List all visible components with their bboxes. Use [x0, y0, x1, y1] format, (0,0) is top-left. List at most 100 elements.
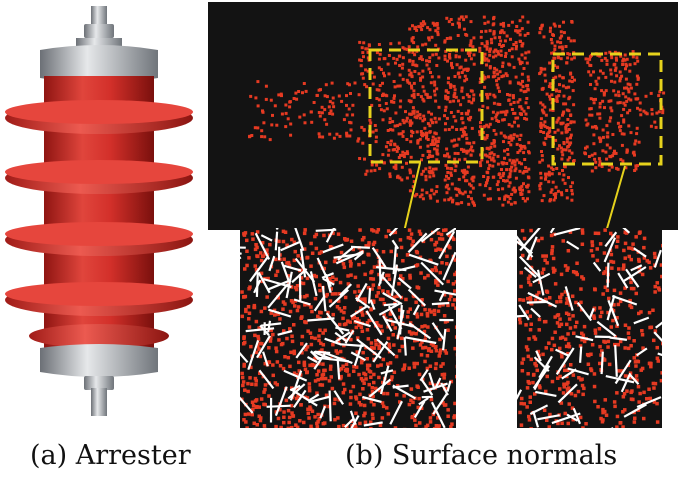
point — [406, 152, 410, 156]
point — [408, 123, 412, 127]
point — [642, 245, 646, 250]
point — [567, 312, 571, 317]
point — [655, 345, 659, 350]
point — [423, 117, 427, 121]
point — [448, 100, 452, 104]
point — [637, 231, 642, 235]
point — [549, 198, 552, 202]
point — [632, 286, 636, 291]
point — [593, 331, 598, 335]
point — [633, 153, 636, 157]
point — [308, 407, 313, 411]
point — [363, 83, 367, 87]
point — [452, 93, 456, 97]
point — [525, 185, 529, 188]
point — [421, 346, 425, 350]
point — [312, 273, 317, 278]
point — [263, 306, 267, 310]
point — [557, 94, 561, 98]
point — [376, 364, 380, 368]
point — [488, 163, 492, 167]
point — [444, 89, 448, 93]
point — [354, 397, 359, 401]
point — [497, 197, 501, 201]
point — [401, 134, 405, 138]
normal-vector — [325, 312, 345, 335]
point — [387, 277, 392, 281]
point — [457, 137, 461, 141]
point — [607, 168, 611, 172]
point — [640, 272, 645, 277]
point — [505, 74, 509, 78]
point — [331, 96, 335, 100]
point — [259, 251, 263, 255]
point — [593, 287, 597, 292]
point — [463, 168, 467, 172]
normal-vector — [655, 321, 662, 329]
point — [428, 166, 432, 170]
point — [637, 400, 641, 404]
point — [412, 41, 416, 45]
point — [274, 257, 278, 262]
point — [375, 163, 379, 167]
point — [445, 116, 449, 120]
point — [425, 191, 429, 195]
point — [594, 160, 598, 164]
point — [247, 317, 251, 321]
point — [642, 236, 647, 241]
point — [254, 350, 259, 355]
point — [598, 314, 603, 319]
point — [275, 382, 279, 387]
point — [640, 366, 645, 371]
point — [309, 342, 314, 347]
point — [445, 174, 448, 178]
point — [541, 254, 545, 258]
point — [340, 99, 344, 103]
point — [391, 128, 395, 132]
point — [333, 417, 337, 422]
point — [392, 165, 396, 169]
point — [366, 367, 370, 371]
point — [624, 77, 628, 81]
point — [507, 98, 511, 102]
point — [395, 149, 399, 153]
point — [558, 374, 562, 379]
point — [331, 312, 335, 317]
normal-vector — [306, 356, 318, 364]
point — [649, 91, 653, 95]
point — [426, 325, 430, 329]
point — [598, 105, 602, 109]
point — [419, 130, 423, 133]
point — [284, 111, 288, 115]
point — [275, 123, 279, 127]
point — [449, 167, 453, 170]
point — [519, 284, 523, 289]
point — [395, 294, 399, 299]
point — [521, 171, 525, 175]
point — [307, 386, 312, 390]
point — [495, 113, 499, 117]
point — [503, 156, 506, 160]
normal-vector — [321, 272, 335, 279]
point — [279, 342, 284, 347]
point — [364, 68, 368, 72]
normal-vector — [367, 288, 372, 304]
point — [289, 403, 294, 408]
point — [513, 201, 517, 205]
point — [462, 27, 466, 31]
point — [391, 120, 395, 124]
point — [331, 280, 335, 284]
point — [259, 271, 264, 276]
point — [590, 153, 594, 157]
point — [482, 15, 486, 19]
point — [522, 144, 526, 148]
point — [486, 20, 490, 24]
point — [398, 84, 402, 88]
point — [502, 21, 505, 25]
point — [382, 313, 386, 317]
point — [540, 271, 545, 275]
point — [401, 150, 405, 154]
normal-vector — [431, 401, 446, 428]
point — [463, 172, 467, 176]
point — [428, 381, 433, 386]
